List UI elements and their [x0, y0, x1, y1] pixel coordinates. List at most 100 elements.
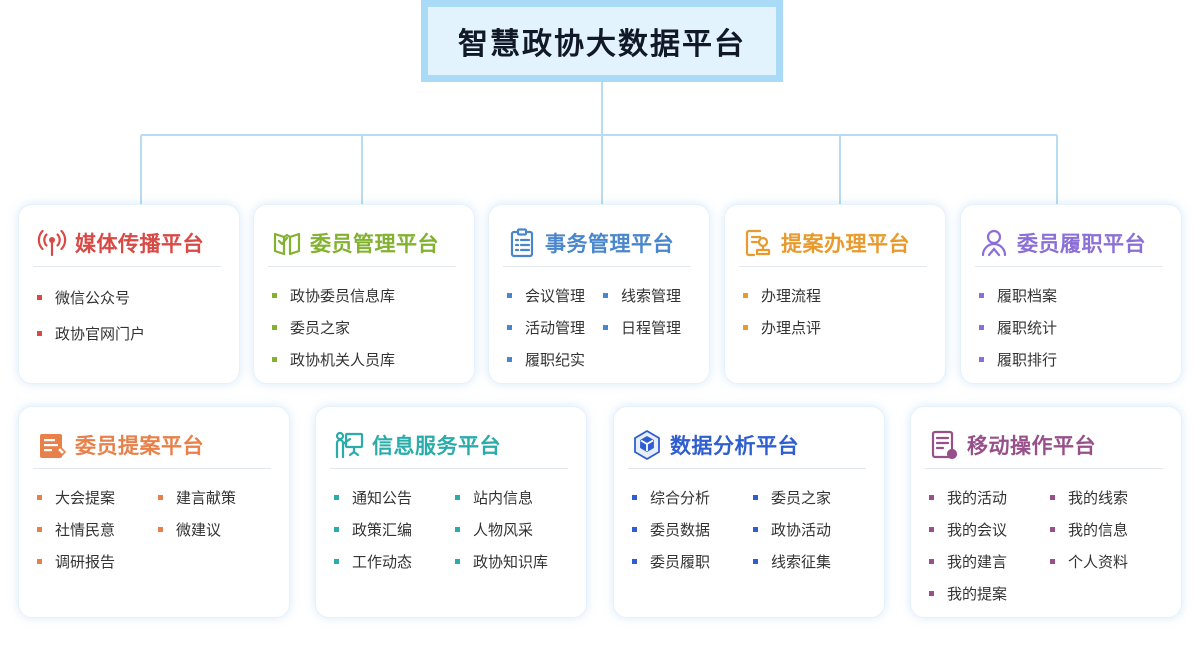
- bullet-icon: [1050, 526, 1055, 532]
- open-book-icon: [268, 224, 306, 262]
- list-item: 个人资料: [1050, 545, 1171, 577]
- card-items: 通知公告站内信息政策汇编人物风采工作动态政协知识库: [334, 481, 576, 577]
- bullet-icon: [334, 526, 339, 532]
- bullet-icon: [507, 324, 512, 330]
- list-item: 办理点评: [743, 311, 935, 343]
- list-item-label: 大会提案: [55, 488, 116, 507]
- card-items: 我的活动我的线索我的会议我的信息我的建言个人资料我的提案: [929, 481, 1171, 609]
- list-item: 微建议: [158, 513, 279, 545]
- list-item-label: 我的提案: [947, 584, 1008, 603]
- list-item-label: 我的活动: [947, 488, 1008, 507]
- card-title: 委员履职平台: [1017, 231, 1146, 256]
- card-title: 提案办理平台: [781, 231, 910, 256]
- proposal-document-icon: [33, 426, 71, 464]
- card-header: 数据分析平台: [628, 421, 866, 469]
- platform-card-proposal-handling: 提案办理平台 办理流程办理点评: [724, 204, 946, 384]
- list-item: 委员之家: [753, 481, 874, 513]
- platform-card-duty-performance: 委员履职平台 履职档案履职统计履职排行: [960, 204, 1182, 384]
- list-item-label: 线索管理: [621, 286, 682, 305]
- list-item: 建言献策: [158, 481, 279, 513]
- list-item-label: 个人资料: [1068, 552, 1129, 571]
- list-item: 人物风采: [455, 513, 576, 545]
- list-item-label: 履职统计: [997, 318, 1058, 337]
- list-item-label: 日程管理: [621, 318, 682, 337]
- bullet-icon: [455, 526, 460, 532]
- bullet-icon: [272, 292, 277, 298]
- bullet-icon: [455, 558, 460, 564]
- list-item-label: 政协机关人员库: [290, 350, 396, 369]
- bullet-icon: [334, 494, 339, 500]
- bullet-icon: [158, 494, 163, 500]
- list-item: 委员履职: [632, 545, 753, 577]
- bullet-icon: [37, 330, 42, 336]
- list-item-label: 社情民意: [55, 520, 116, 539]
- platform-card-mobile-operation: 移动操作平台 我的活动我的线索我的会议我的信息我的建言个人资料我的提案: [910, 406, 1182, 618]
- bullet-icon: [37, 494, 42, 500]
- list-item: 综合分析: [632, 481, 753, 513]
- card-header: 信息服务平台: [330, 421, 568, 469]
- bullet-icon: [507, 356, 512, 362]
- card-header: 事务管理平台: [503, 219, 691, 267]
- list-item: 日程管理: [603, 311, 699, 343]
- bullet-icon: [334, 558, 339, 564]
- list-item-label: 线索征集: [771, 552, 832, 571]
- bullet-icon: [979, 356, 984, 362]
- bullet-icon: [158, 526, 163, 532]
- bullet-icon: [753, 494, 758, 500]
- list-item: 大会提案: [37, 481, 158, 513]
- list-item-label: 政协知识库: [473, 552, 549, 571]
- card-title: 委员提案平台: [75, 433, 204, 458]
- list-item-label: 履职排行: [997, 350, 1058, 369]
- list-item-label: 办理点评: [761, 318, 822, 337]
- list-item-label: 委员之家: [771, 488, 832, 507]
- bullet-icon: [632, 526, 637, 532]
- list-item-label: 会议管理: [525, 286, 586, 305]
- list-item-label: 建言献策: [176, 488, 237, 507]
- bullet-icon: [979, 324, 984, 330]
- list-item: 我的会议: [929, 513, 1050, 545]
- platform-card-information-service: 信息服务平台 通知公告站内信息政策汇编人物风采工作动态政协知识库: [315, 406, 587, 618]
- list-item: 委员数据: [632, 513, 753, 545]
- list-item: 社情民意: [37, 513, 158, 545]
- item-list: 政协委员信息库委员之家政协机关人员库: [272, 279, 464, 375]
- list-item-label: 综合分析: [650, 488, 711, 507]
- bullet-icon: [37, 558, 42, 564]
- platform-card-data-analysis: 数据分析平台 综合分析 委员之家委员数据政协活动委员履职线索征集: [613, 406, 885, 618]
- card-header: 提案办理平台: [739, 219, 927, 267]
- card-title: 数据分析平台: [670, 433, 799, 458]
- card-title: 移动操作平台: [967, 433, 1096, 458]
- bullet-icon: [37, 526, 42, 532]
- list-item: 我的建言: [929, 545, 1050, 577]
- item-list: 微信公众号政协官网门户: [37, 279, 229, 351]
- list-item: 履职统计: [979, 311, 1171, 343]
- card-items: 政协委员信息库委员之家政协机关人员库: [272, 279, 464, 375]
- card-header: 委员管理平台: [268, 219, 456, 267]
- list-item: 委员之家: [272, 311, 464, 343]
- bullet-icon: [632, 558, 637, 564]
- list-item-label: 人物风采: [473, 520, 534, 539]
- signal-broadcast-icon: [33, 224, 71, 262]
- list-item-label: 办理流程: [761, 286, 822, 305]
- item-list: 会议管理线索管理活动管理日程管理履职纪实: [507, 279, 699, 375]
- platform-card-media: 媒体传播平台 微信公众号政协官网门户: [18, 204, 240, 384]
- list-item-label: 政策汇编: [352, 520, 413, 539]
- bullet-icon: [632, 494, 637, 500]
- platform-card-affairs-management: 事务管理平台 会议管理线索管理活动管理日程管理履职纪实: [488, 204, 710, 384]
- bullet-icon: [37, 294, 42, 300]
- list-item: 政协官网门户: [37, 315, 229, 351]
- card-items: 微信公众号政协官网门户: [37, 279, 229, 351]
- card-header: 委员履职平台: [975, 219, 1163, 267]
- item-list: 综合分析 委员之家委员数据政协活动委员履职线索征集: [632, 481, 874, 577]
- list-item: 线索征集: [753, 545, 874, 577]
- document-approval-icon: [739, 224, 777, 262]
- list-item: 履职排行: [979, 343, 1171, 375]
- card-title: 信息服务平台: [372, 433, 501, 458]
- list-item: 政协活动: [753, 513, 874, 545]
- list-item: 调研报告: [37, 545, 158, 577]
- item-list: 大会提案 建言献策社情民意 微建议调研报告: [37, 481, 279, 577]
- list-item: 政协机关人员库: [272, 343, 464, 375]
- list-item-label: 委员之家: [290, 318, 351, 337]
- list-item-label: 工作动态: [352, 552, 413, 571]
- list-item-label: 我的信息: [1068, 520, 1129, 539]
